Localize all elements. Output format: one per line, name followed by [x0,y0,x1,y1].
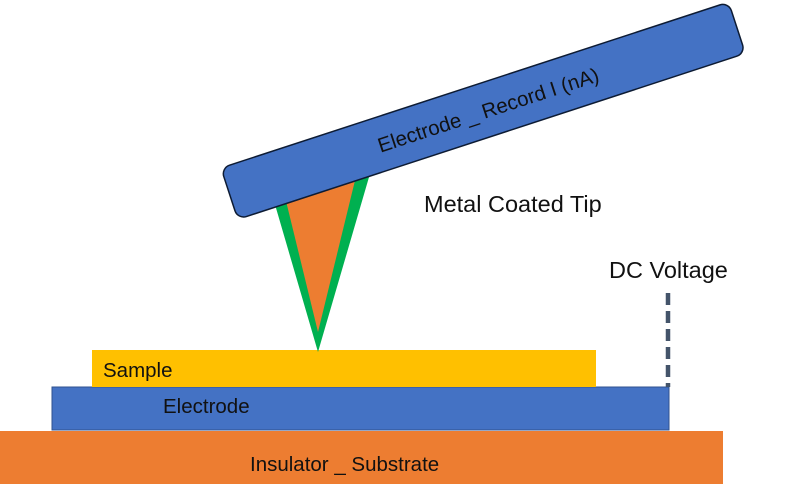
tip-label: Metal Coated Tip [424,191,602,217]
sample-layer [92,350,596,387]
bottom-electrode-label: Electrode [163,395,250,418]
sample-label: Sample [103,359,173,382]
dc-voltage-label: DC Voltage [609,257,728,283]
top-electrode: Electrode _ Record I (nA) [222,3,744,218]
metal-coated-tip [262,160,374,352]
top-electrode-bar [222,3,744,218]
substrate-label: Insulator _ Substrate [250,453,439,476]
tip-core [276,160,360,332]
insulator-substrate-layer [0,431,723,484]
bottom-electrode-layer [51,386,670,431]
